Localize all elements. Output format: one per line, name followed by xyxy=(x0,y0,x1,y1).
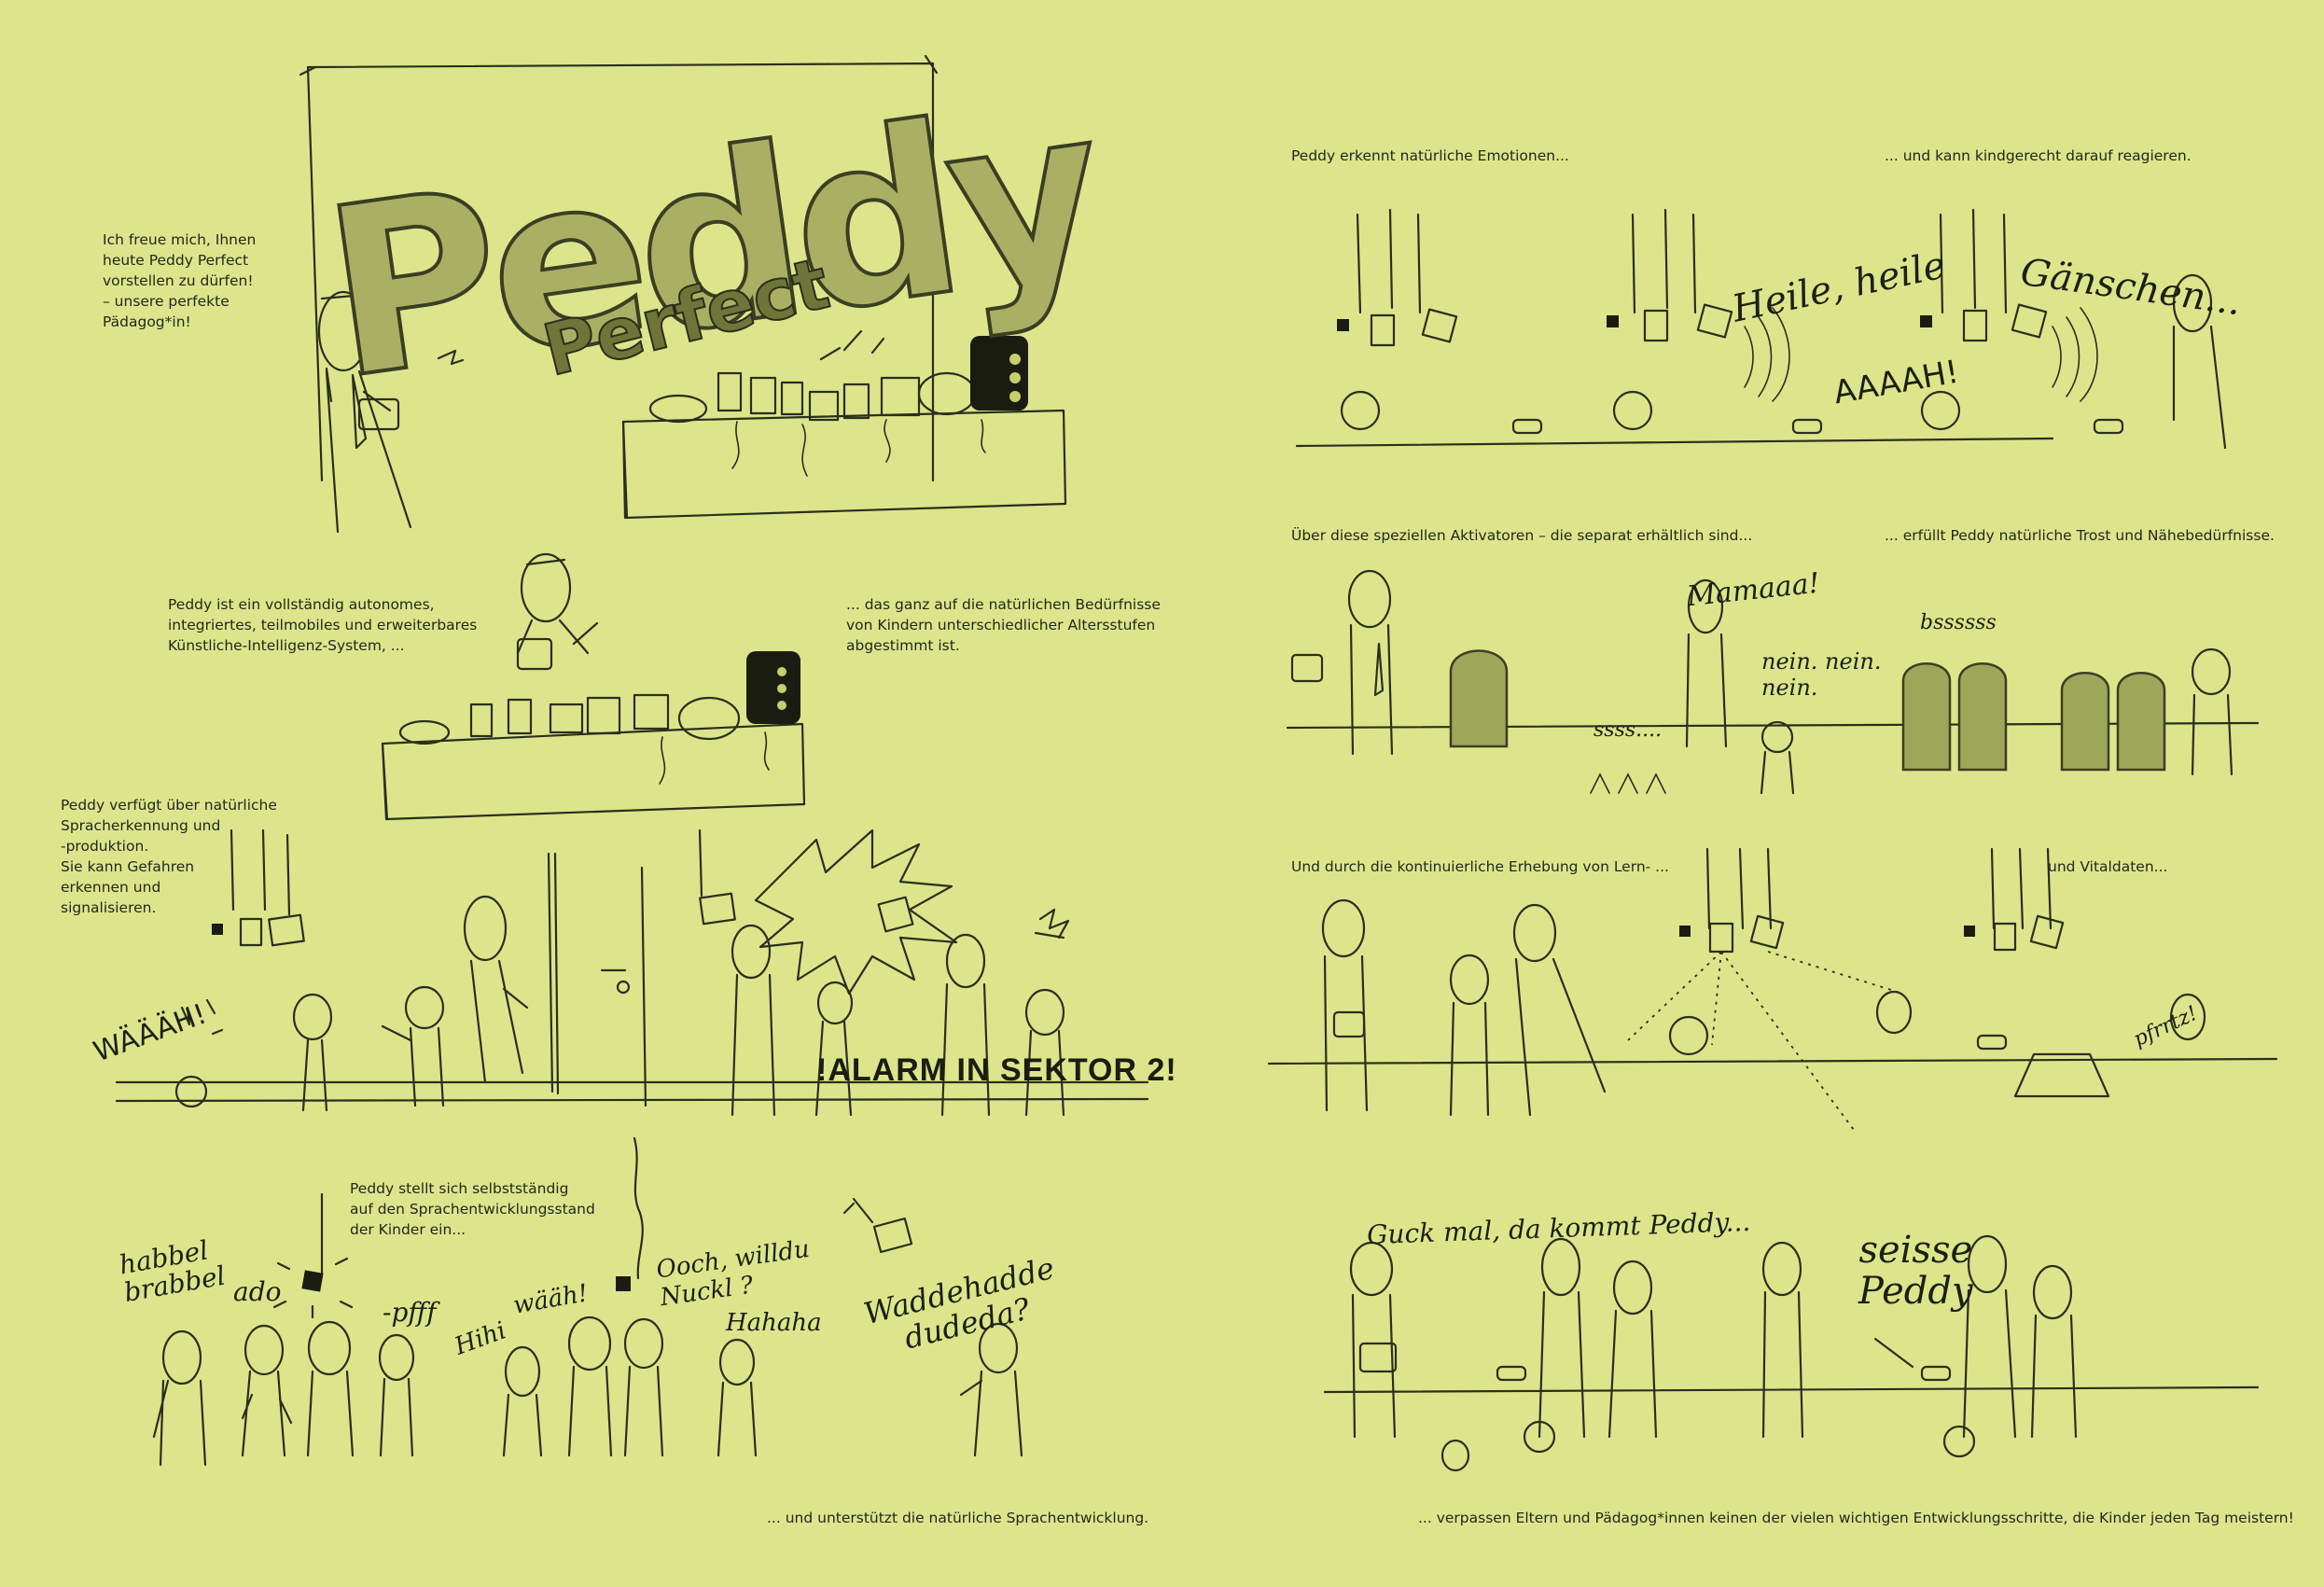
needs-text: ... das ganz auf die natürlichen Bedürfn… xyxy=(846,596,1161,654)
bubble-seisse: seisse Peddy xyxy=(1858,1229,1973,1313)
kita-room-scene xyxy=(115,828,1149,1117)
learning-text: Und durch die kontinuierliche Erhebung v… xyxy=(1291,858,1669,875)
comfort-text: ... erfüllt Peddy natürliche Trost und N… xyxy=(1885,527,2275,544)
autonomous-text: Peddy ist ein vollständig autonomes, int… xyxy=(168,596,478,654)
language-kids xyxy=(152,1316,1023,1467)
intro-text: Ich freue mich, Ihnen heute Peddy Perfec… xyxy=(103,231,257,330)
support-text: ... und unterstützt die natürliche Sprac… xyxy=(767,1510,1149,1526)
emotions-text: Peddy erkennt natürliche Emotionen... xyxy=(1291,147,1569,164)
learning-row xyxy=(1267,847,2278,1135)
activators-text: Über diese speziellen Aktivatoren – die … xyxy=(1291,527,1753,544)
language-scene xyxy=(152,1136,1023,1467)
second-table xyxy=(381,552,806,821)
speech-text: Peddy verfügt über natürliche Spracherke… xyxy=(61,797,277,916)
bubble-ado: ado xyxy=(233,1276,282,1307)
milestones-row xyxy=(1323,1234,2260,1472)
adjust-text: Peddy stellt sich selbstständig auf den … xyxy=(350,1180,595,1238)
bubble-bsssss: bssssss xyxy=(1920,611,1997,634)
emotions-row xyxy=(1295,208,2227,450)
bubble-nein: nein. nein. nein. xyxy=(1761,648,1882,701)
milestones-text: ... verpassen Eltern und Pädagog*innen k… xyxy=(1418,1510,2294,1526)
bubble-ssss: ssss.... xyxy=(1593,718,1663,742)
bubble-pfff: -pfff xyxy=(383,1297,437,1328)
bubble-hahaha: Hahaha xyxy=(726,1309,822,1337)
gadget-table xyxy=(621,329,1067,520)
presenter-figure xyxy=(317,290,465,534)
react-text: ... und kann kindgerecht darauf reagiere… xyxy=(1885,147,2192,164)
vital-text: und Vitaldaten... xyxy=(2048,858,2168,875)
alarm-sign: !ALARM IN SEKTOR 2! xyxy=(816,1052,1177,1088)
comfort-row xyxy=(1286,569,2260,795)
title-board xyxy=(299,54,939,482)
